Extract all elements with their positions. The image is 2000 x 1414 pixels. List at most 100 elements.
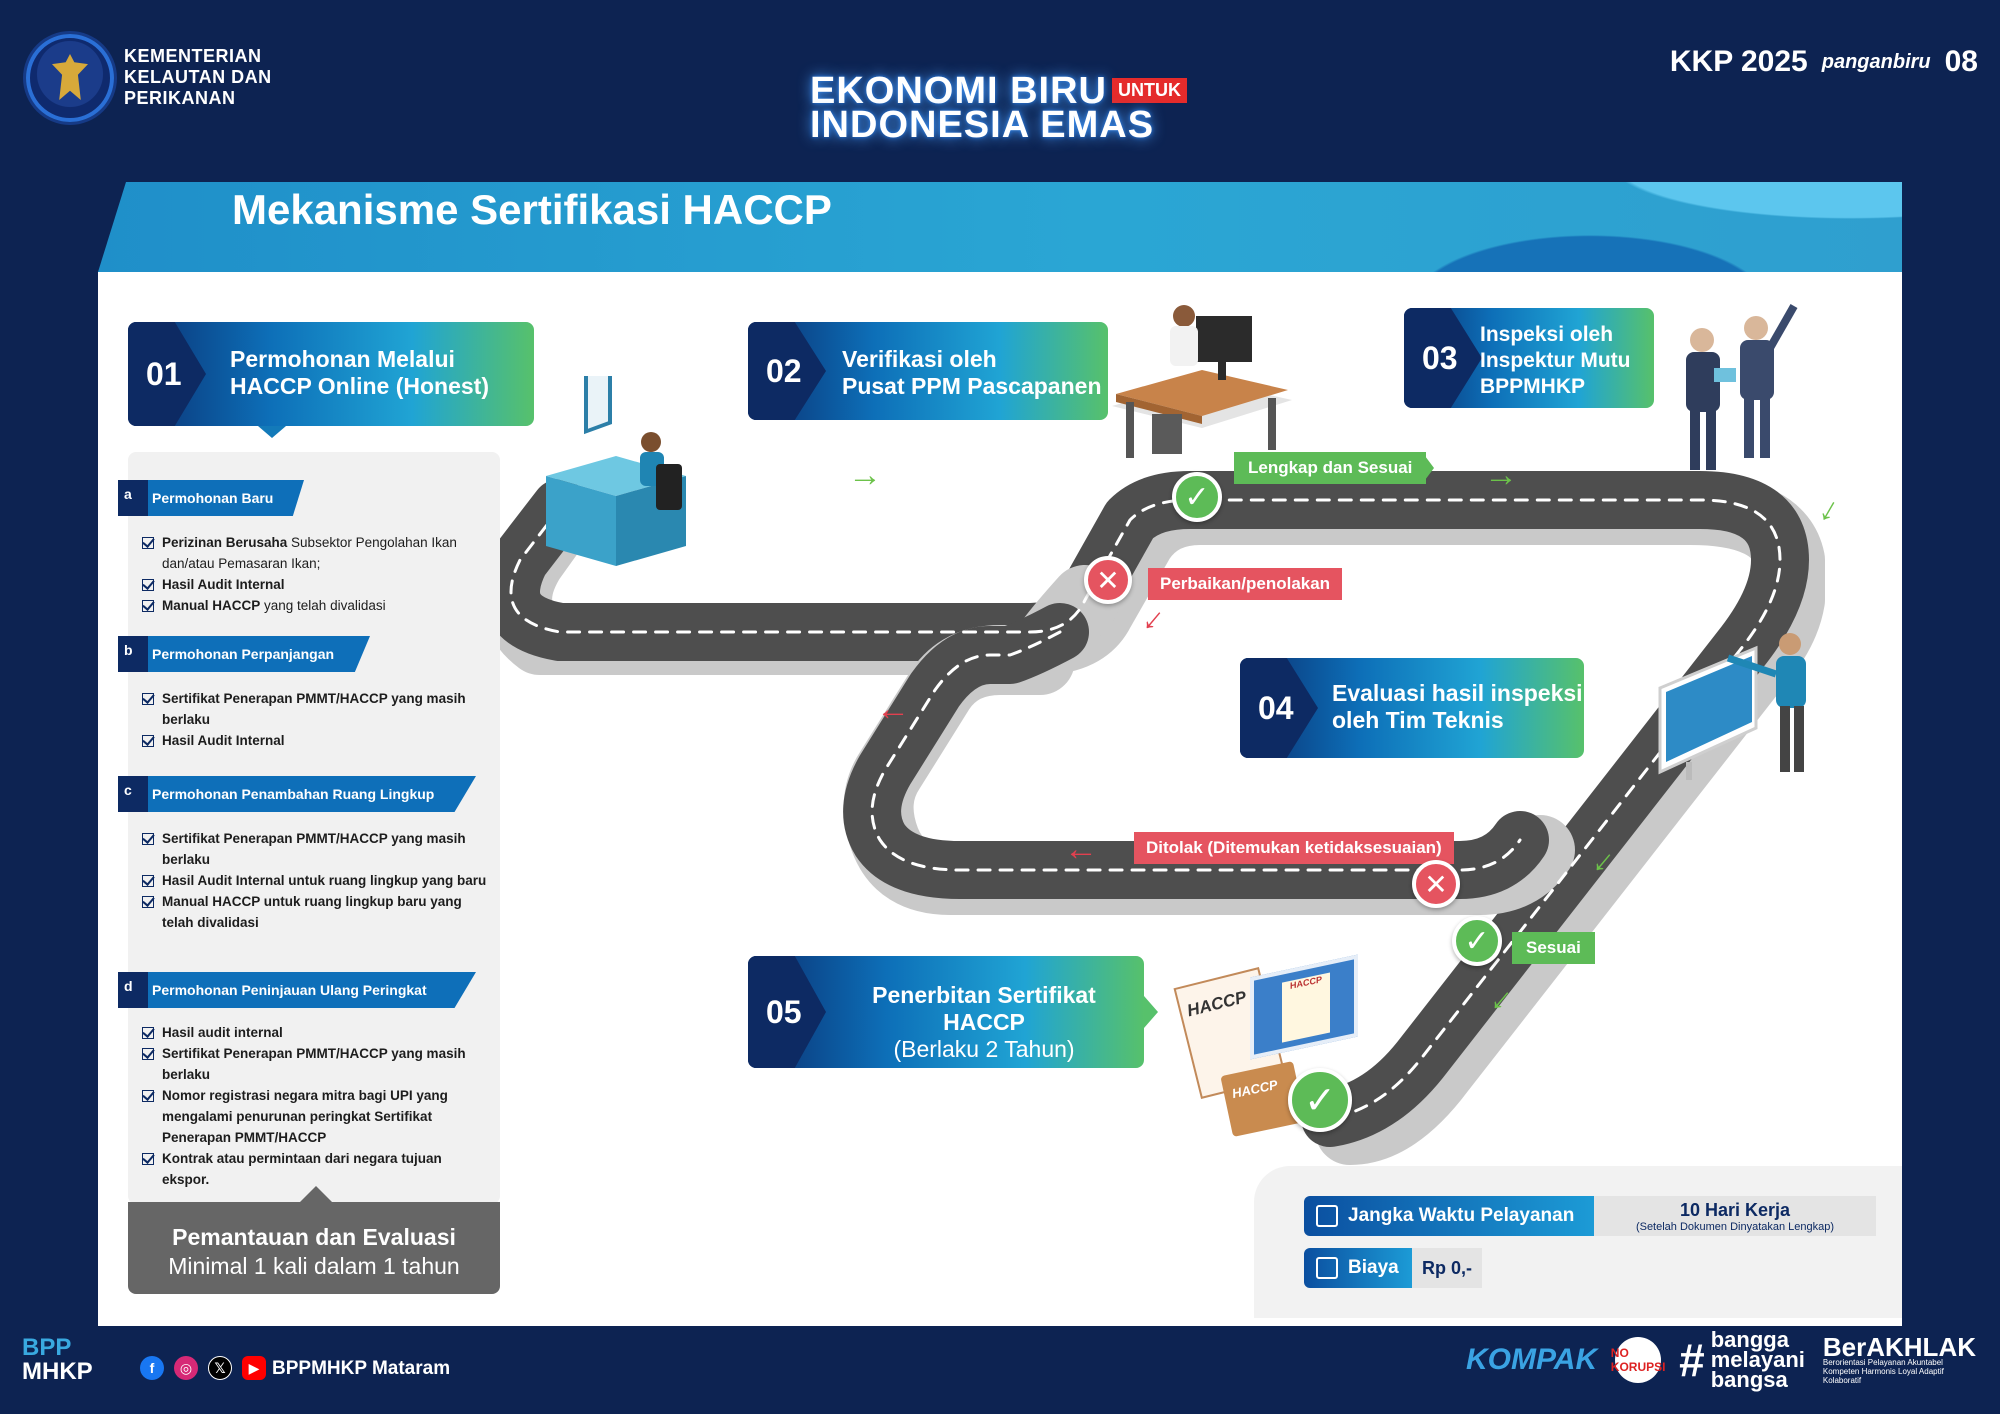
social-icons: f ◎ 𝕏 ▶ <box>140 1356 266 1380</box>
requirements-a: Perizinan Berusaha Subsektor Pengolahan … <box>142 532 492 616</box>
service-info-panel <box>1254 1166 1902 1318</box>
step-01-pointer <box>258 426 286 438</box>
check-icon-issued: ✓ <box>1288 1068 1352 1132</box>
req-b2: Hasil Audit Internal <box>142 730 492 751</box>
check-icon-verification: ✓ <box>1172 472 1222 522</box>
bangga-word-1: bangga <box>1710 1327 1789 1352</box>
evaluator-illustration <box>1658 633 1806 780</box>
youtube-icon[interactable]: ▶ <box>242 1356 266 1380</box>
applicant-illustration <box>546 376 686 566</box>
check-icon-evaluation: ✓ <box>1452 916 1502 966</box>
category-a: a Permohonan Baru <box>118 480 304 516</box>
label-sesuai: Sesuai <box>1512 932 1595 964</box>
kkp-2025-logo: KKP 2025 <box>1669 45 1808 78</box>
arrow-right-icon-2: → <box>1484 456 1518 494</box>
ministry-name: KEMENTERIAN KELAUTAN DAN PERIKANAN <box>124 46 272 108</box>
req-d3: Nomor registrasi negara mitra bagi UPI y… <box>142 1085 492 1148</box>
label-lengkap-sesuai: Lengkap dan Sesuai <box>1234 452 1427 484</box>
bppmhkp-logo: BPP MHKP <box>22 1336 93 1384</box>
poverty-growth-logo: 08 <box>1944 45 1978 78</box>
certificate-label-3: HACCP <box>1230 1076 1280 1102</box>
label-perbaikan-penolakan: Perbaikan/penolakan <box>1148 568 1343 600</box>
requirements-d: Hasil audit internal Sertifikat Penerapa… <box>142 1022 492 1190</box>
monitoring-title: Pemantauan dan Evaluasi <box>172 1224 456 1250</box>
garuda-logo-icon <box>26 34 114 122</box>
category-d: d Permohonan Peninjauan Ulang Peringkat <box>118 972 476 1008</box>
category-b: b Permohonan Perpanjangan <box>118 636 370 672</box>
arrow-left-icon-2: ← <box>1064 830 1098 868</box>
logo-top: BPP <box>22 1334 72 1361</box>
step-05-line1: Penerbitan Sertifikat HACCP <box>872 982 1096 1035</box>
step-02-line1: Verifikasi oleh <box>842 346 997 372</box>
cost-value: Rp 0,- <box>1412 1248 1482 1288</box>
certificate-label-2: HACCP <box>1282 972 1330 1043</box>
monitoring-subtitle: Minimal 1 kali dalam 1 tahun <box>168 1253 460 1279</box>
social-handle[interactable]: BPPMHKP Mataram <box>272 1358 451 1379</box>
certificate-label-1: HACCP <box>1185 987 1249 1021</box>
step-04-line1: Evaluasi hasil inspeksi <box>1332 680 1583 706</box>
req-d2: Sertifikat Penerapan PMMT/HACCP yang mas… <box>142 1043 492 1085</box>
step-01-number: 01 <box>128 322 206 426</box>
berakhlak-logo: BerAKHLAK Berorientasi Pelayanan Akuntab… <box>1823 1334 1976 1385</box>
duration-value: 10 Hari Kerja (Setelah Dokumen Dinyataka… <box>1594 1196 1876 1236</box>
step-03-number: 03 <box>1404 308 1482 408</box>
req-d1: Hasil audit internal <box>142 1022 492 1043</box>
category-d-label: Permohonan Peninjauan Ulang Peringkat <box>152 982 427 998</box>
hash-symbol: # <box>1679 1334 1705 1386</box>
category-a-letter: a <box>124 486 132 502</box>
step-01-line1: Permohonan Melalui <box>230 346 455 372</box>
logo-bottom: MHKP <box>22 1358 93 1385</box>
anti-corruption-logo: NO KORUPSI <box>1611 1337 1665 1383</box>
calendar-icon <box>1316 1205 1338 1227</box>
footer-logos: KOMPAK NO KORUPSI # bangga melayani bang… <box>1466 1327 1976 1392</box>
cross-icon-rejection-2: ✕ <box>1412 860 1460 908</box>
step-02-number: 02 <box>748 322 826 420</box>
panganbiru-logo: panganbiru <box>1821 50 1931 73</box>
campaign-tag: UNTUK <box>1112 78 1187 103</box>
duration-label-text: Jangka Waktu Pelayanan <box>1348 1205 1575 1226</box>
facebook-icon[interactable]: f <box>140 1356 164 1380</box>
campaign-line2: INDONESIA EMAS <box>810 104 1155 146</box>
step-01-box: 01 Permohonan Melalui HACCP Online (Hone… <box>128 322 534 426</box>
cost-label: Biaya <box>1304 1248 1412 1288</box>
step-04-box: 04 Evaluasi hasil inspeksi oleh Tim Tekn… <box>1240 658 1584 758</box>
req-c2: Hasil Audit Internal untuk ruang lingkup… <box>142 870 492 891</box>
bangga-word-3: bangsa <box>1710 1367 1788 1392</box>
req-a1: Perizinan Berusaha Subsektor Pengolahan … <box>142 532 492 574</box>
step-05-pointer <box>1144 996 1158 1028</box>
step-03-line2: Inspektur Mutu <box>1480 349 1631 372</box>
step-01-line2: HACCP Online (Honest) <box>230 373 489 399</box>
step-02-box: 02 Verifikasi oleh Pusat PPM Pascapanen <box>748 322 1108 420</box>
monitoring-box: Pemantauan dan Evaluasi Minimal 1 kali d… <box>128 1186 500 1294</box>
page-title: Mekanisme Sertifikasi HACCP <box>232 186 832 233</box>
x-icon[interactable]: 𝕏 <box>208 1356 232 1380</box>
req-d4: Kontrak atau permintaan dari negara tuju… <box>142 1148 492 1190</box>
req-a3: Manual HACCP yang telah divalidasi <box>142 595 492 616</box>
duration-note: (Setelah Dokumen Dinyatakan Lengkap) <box>1635 1221 1835 1233</box>
inspectors-illustration <box>1686 304 1798 470</box>
label-lengkap-pointer <box>1422 452 1434 484</box>
verifier-illustration <box>1112 305 1292 458</box>
category-b-label: Permohonan Perpanjangan <box>152 646 335 662</box>
campaign-line1: EKONOMI BIRU <box>810 70 1107 112</box>
category-a-label: Permohonan Baru <box>152 490 274 506</box>
bangga-melayani-logo: # bangga melayani bangsa <box>1679 1327 1805 1392</box>
category-c: c Permohonan Penambahan Ruang Lingkup <box>118 776 476 812</box>
step-05-line2: (Berlaku 2 Tahun) <box>893 1036 1075 1062</box>
step-04-line2: oleh Tim Teknis <box>1332 707 1504 733</box>
berakhlak-text: BerAKHLAK <box>1822 1331 1976 1362</box>
instagram-icon[interactable]: ◎ <box>174 1356 198 1380</box>
arrow-right-icon: → <box>848 456 882 494</box>
step-02-line2: Pusat PPM Pascapanen <box>842 373 1102 399</box>
step-03-box: 03 Inspeksi oleh Inspektur Mutu BPPMHKP <box>1404 308 1654 408</box>
cross-icon-rejection-1: ✕ <box>1084 556 1132 604</box>
duration-value-text: 10 Hari Kerja <box>1679 1200 1791 1220</box>
req-c3: Manual HACCP untuk ruang lingkup baru ya… <box>142 891 492 933</box>
title-banner <box>98 182 1902 272</box>
duration-label: Jangka Waktu Pelayanan <box>1304 1196 1594 1236</box>
bangga-word-2: melayani <box>1710 1347 1805 1372</box>
campaign-logo: EKONOMI BIRU UNTUK INDONESIA EMAS <box>800 64 1200 148</box>
step-05-box: 05 Penerbitan Sertifikat HACCP (Berlaku … <box>748 956 1144 1068</box>
cost-label-text: Biaya <box>1348 1257 1399 1278</box>
